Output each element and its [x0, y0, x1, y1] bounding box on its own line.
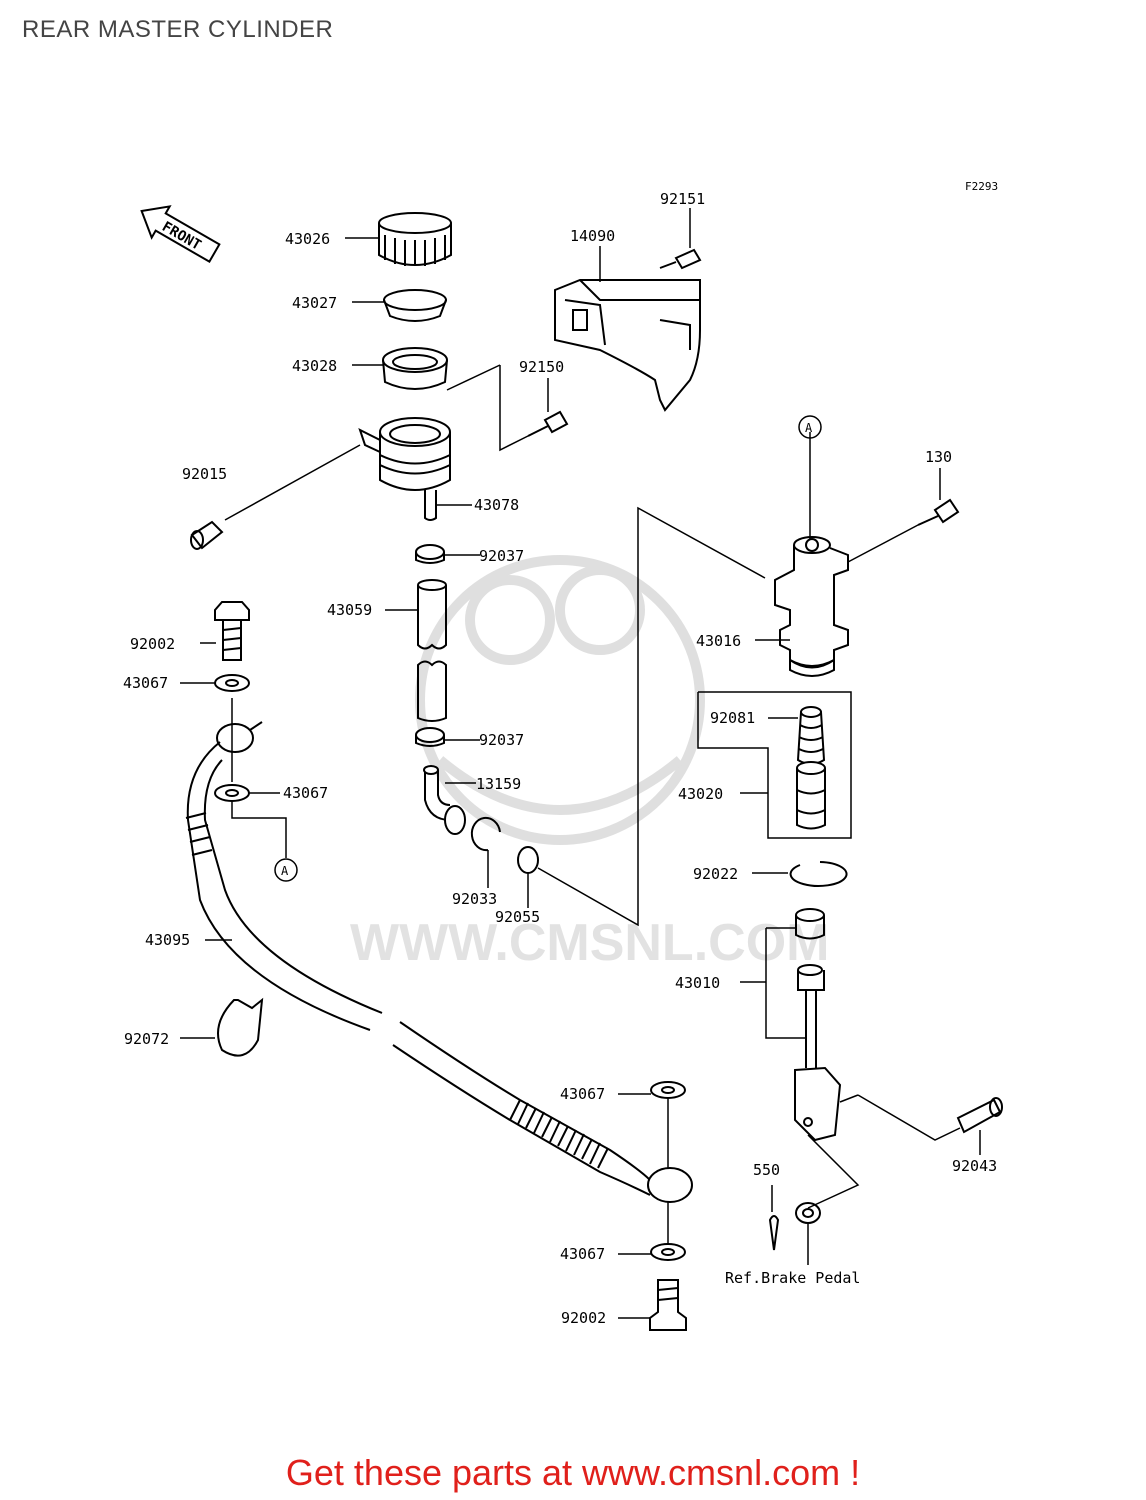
part-14090: 14090: [570, 227, 615, 245]
clevis-pin: [956, 1097, 1003, 1134]
part-92033: 92033: [452, 890, 497, 908]
banjo-bolt-lower: [649, 1279, 687, 1331]
part-92081: 92081: [710, 709, 755, 727]
washer-lower-upper: [650, 1081, 686, 1099]
brake-hose: [185, 741, 693, 1203]
part-92022: 92022: [693, 865, 738, 883]
part-130: 130: [925, 448, 952, 466]
part-92150: 92150: [519, 358, 564, 376]
washer-lower: [214, 784, 250, 802]
part-550: 550: [753, 1161, 780, 1179]
banjo-upper: [216, 721, 263, 753]
collar-92015: [190, 520, 224, 550]
part-43016: 43016: [696, 632, 741, 650]
part-92072: 92072: [124, 1030, 169, 1048]
master-cylinder-body: [774, 536, 849, 677]
part-92037-upper: 92037: [479, 547, 524, 565]
part-43078: 43078: [474, 496, 519, 514]
push-rod-assy: [794, 908, 842, 1142]
part-92002-upper: 92002: [130, 635, 175, 653]
bolt-92150: [527, 410, 569, 437]
ref-marker-a-left-label: A: [281, 864, 289, 878]
front-arrow-icon: FRONT: [140, 205, 221, 264]
part-43067-c: 43067: [560, 1085, 605, 1103]
part-43010: 43010: [675, 974, 720, 992]
washer-lower-lower: [650, 1243, 686, 1261]
ref-marker-a-top-label: A: [805, 421, 813, 435]
bolt-92151: [659, 248, 702, 270]
figure-code: F2293: [965, 180, 998, 193]
part-43067-a: 43067: [123, 674, 168, 692]
o-ring-92055: [517, 846, 539, 874]
reservoir-cap: [378, 212, 452, 266]
diaphragm-plate: [383, 289, 447, 322]
watermark-text: WWW.CMSNL.COM: [350, 914, 829, 972]
part-92043: 92043: [952, 1157, 997, 1175]
bolt-130: [917, 498, 960, 526]
reservoir-hose: [417, 579, 447, 722]
piston: [796, 761, 826, 830]
washer-upper: [214, 674, 250, 692]
ref-marker-a-left: [274, 858, 298, 882]
part-43067-b: 43067: [283, 784, 328, 802]
page-title: REAR MASTER CYLINDER: [22, 16, 334, 43]
cmsnl-footer-link[interactable]: Get these parts at www.cmsnl.com !: [285, 1452, 861, 1493]
part-92055: 92055: [495, 908, 540, 926]
part-43059: 43059: [327, 601, 372, 619]
hose-elbow: [423, 765, 466, 835]
banjo-bolt-upper: [214, 601, 250, 661]
part-43028: 43028: [292, 357, 337, 375]
guard-cover: [554, 279, 701, 412]
part-43067-d: 43067: [560, 1245, 605, 1263]
cotter-pin: [768, 1215, 780, 1251]
diaphragm: [382, 347, 448, 390]
dust-boot: [796, 706, 826, 765]
hose-clip-upper: [415, 544, 445, 564]
ref-brake-pedal-label: Ref.Brake Pedal: [725, 1269, 860, 1287]
part-92015: 92015: [182, 465, 227, 483]
reservoir-tank: [358, 417, 451, 521]
part-92037-lower: 92037: [479, 731, 524, 749]
leader-lines: [180, 208, 981, 1319]
circlip-92033: [471, 817, 501, 852]
part-43020: 43020: [678, 785, 723, 803]
hose-clamp: [217, 997, 264, 1057]
part-92151: 92151: [660, 190, 705, 208]
hose-clip-lower: [415, 727, 445, 747]
circlip-92022: [789, 861, 848, 887]
part-43095: 43095: [145, 931, 190, 949]
part-92002-lower: 92002: [561, 1309, 606, 1327]
part-43026: 43026: [285, 230, 330, 248]
ref-marker-a-top: [798, 415, 822, 439]
clevis-washer: [795, 1202, 821, 1224]
part-43027: 43027: [292, 294, 337, 312]
part-13159: 13159: [476, 775, 521, 793]
watermark-logo: [415, 555, 705, 845]
